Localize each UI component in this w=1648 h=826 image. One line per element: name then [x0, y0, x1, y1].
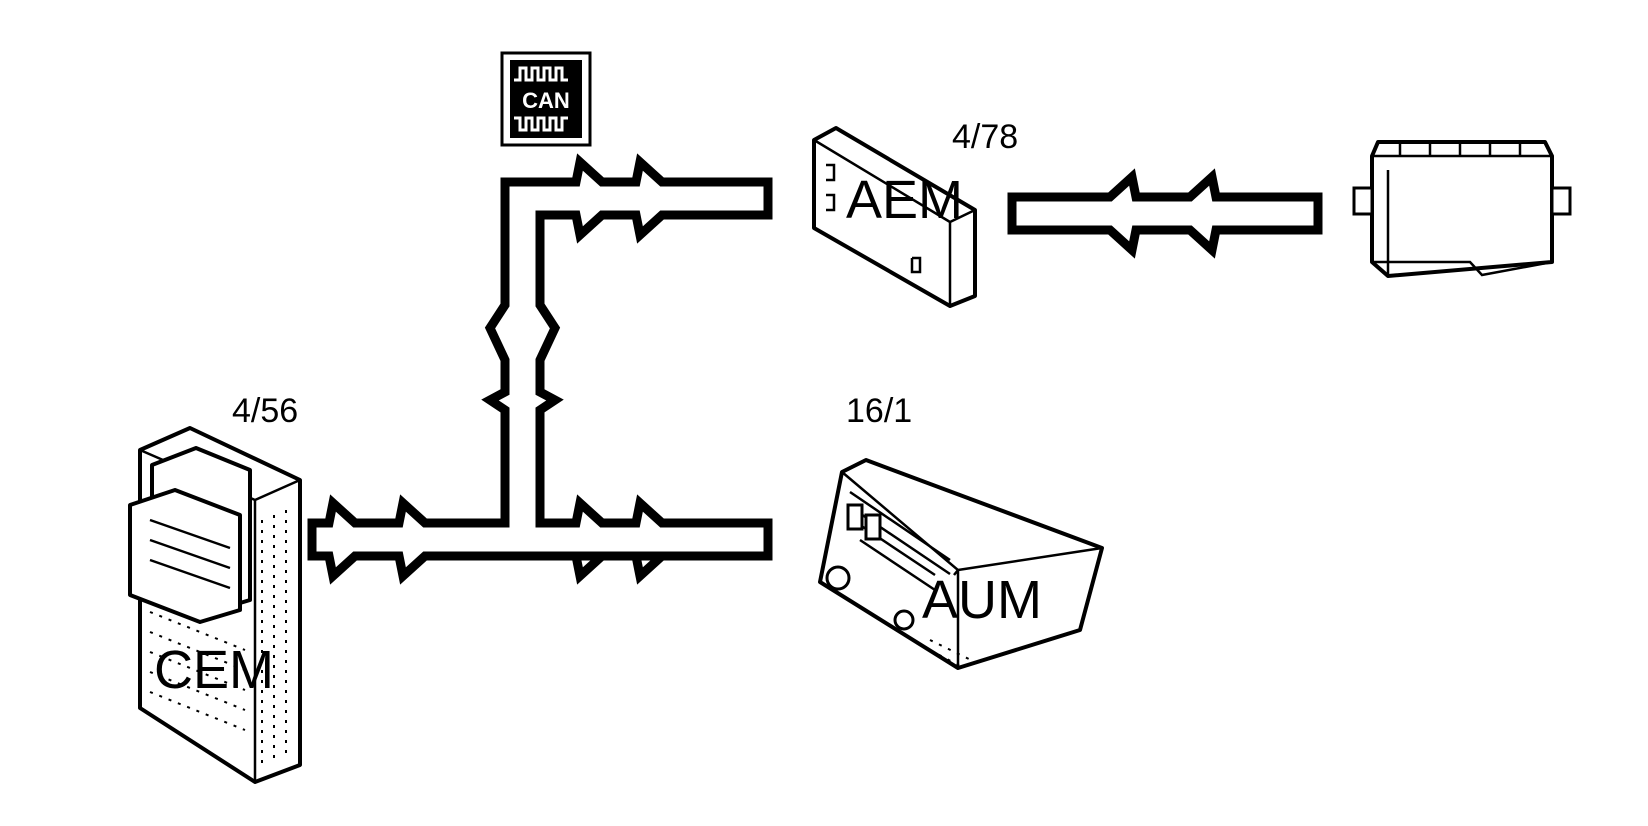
aum-ref: 16/1: [846, 392, 912, 430]
can-bus-trunk: [307, 153, 773, 585]
cem-module: 4/56 CEM: [128, 392, 302, 784]
aem-display-bus: [1007, 168, 1323, 259]
aum-label: AUM: [922, 570, 1042, 630]
cem-label: CEM: [154, 640, 274, 700]
aem-ref: 4/78: [952, 118, 1018, 156]
aem-label: AEM: [846, 170, 963, 230]
display-unit: [1352, 140, 1572, 278]
can-bus-logo: CAN: [500, 51, 592, 147]
cem-ref: 4/56: [232, 392, 298, 430]
aem-module: 4/78 AEM: [812, 118, 1018, 308]
can-logo-label: CAN: [522, 88, 570, 113]
aum-module: 16/1 AUM: [818, 392, 1104, 670]
